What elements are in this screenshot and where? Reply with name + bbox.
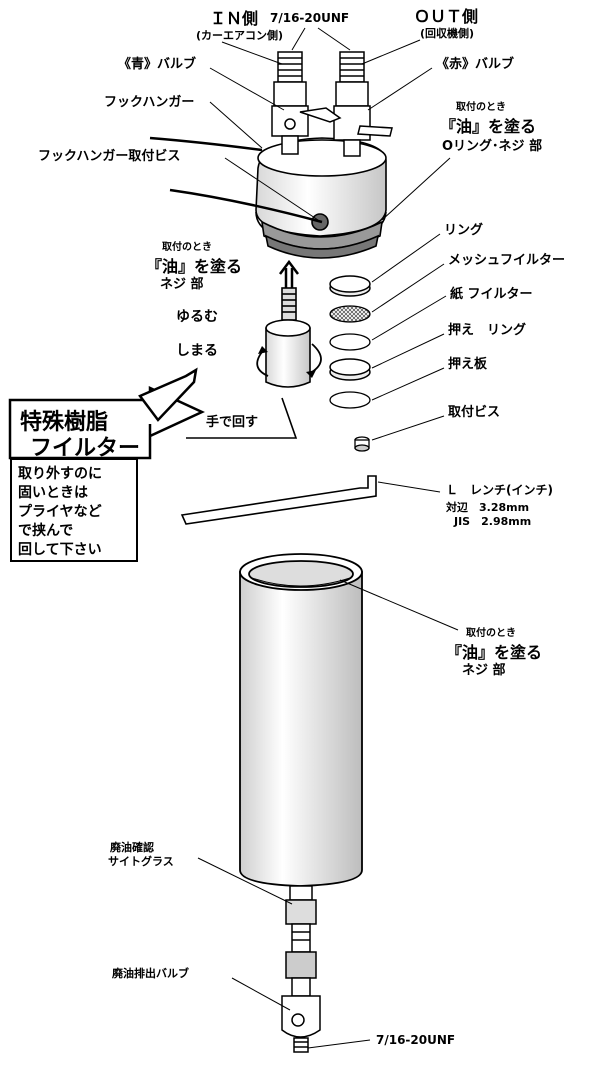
oil-note-1b: Oリング･ネジ 部 [442, 139, 543, 154]
ring-part [329, 275, 371, 297]
valve-levers [299, 107, 393, 137]
in-side-label: ＩＮ側 [210, 9, 259, 28]
thread-bottom-label: 7/16-20UNF [376, 1033, 456, 1047]
hook-hanger-screw-label: フックハンガー取付ビス [38, 149, 181, 164]
rotation-arrow [256, 343, 322, 377]
rotation-arrow-head [258, 346, 316, 378]
retaining-plate-part [329, 391, 371, 409]
mesh-filter-part [329, 305, 371, 323]
install-note-2: 取付のとき [162, 242, 212, 253]
oil-note-1a: 『油』を塗る [440, 117, 537, 136]
retaining-ring-part [329, 358, 371, 381]
oil-note-3b: ネジ 部 [462, 663, 506, 678]
sight-glass-label-2: サイトグラス [108, 855, 174, 868]
callout-title-line1: 特殊樹脂 [20, 410, 109, 435]
callout-note-line: で挟んで [18, 523, 74, 539]
sight-glass-label-1: 廃油確認 [110, 841, 154, 854]
callout-note-box: 取り外すのに 固いときは プライヤなど で挟んで 回して下さい [10, 458, 138, 562]
install-note-3: 取付のとき [466, 628, 516, 639]
paper-filter-part [329, 333, 371, 351]
out-fitting [333, 51, 371, 157]
mount-screw-label: 取付ビス [448, 405, 501, 420]
in-side-sub-label: (カーエアコン側) [196, 29, 284, 42]
oil-note-3a: 『油』を塗る [446, 643, 543, 662]
l-wrench [180, 475, 377, 525]
out-side-label: ＯＵＴ側 [414, 7, 479, 26]
out-side-sub-label: (回収機側) [420, 27, 475, 40]
up-arrow [279, 259, 299, 288]
filter-bowl [239, 553, 363, 887]
blue-valve-label: 《青》バルブ [118, 57, 197, 72]
wrench-name-label: Ｌ レンチ(インチ) [446, 483, 553, 497]
oil-note-2b: ネジ 部 [160, 277, 204, 292]
drain-valve [281, 951, 321, 1053]
callout-note-line: 回して下さい [18, 542, 102, 558]
callout-title-line2: フイルター [30, 436, 141, 461]
turn-by-hand-bracket [186, 397, 298, 439]
mount-screw-part [354, 436, 370, 452]
callout-note-line: 取り外すのに [18, 466, 102, 482]
hook-hanger-wire-lower [169, 188, 323, 224]
callout-note-line: 固いときは [18, 485, 88, 501]
sight-glass [285, 885, 317, 953]
tighten-label: しまる [176, 343, 218, 359]
wrench-jis-label: JIS 2.98mm [454, 515, 532, 528]
hook-hanger-wire [149, 136, 263, 152]
red-valve-label: 《赤》バルブ [436, 57, 515, 72]
retaining-plate-label: 押え板 [448, 357, 488, 372]
paper-filter-label: 紙 フイルター [450, 287, 533, 302]
wrench-across-label: 対辺 3.28mm [446, 501, 530, 514]
resin-filter-cartridge [265, 287, 311, 388]
hook-hanger-label: フックハンガー [104, 95, 195, 110]
install-note-1: 取付のとき [456, 102, 506, 113]
mesh-filter-label: メッシュフイルター [448, 253, 566, 268]
turn-by-hand-label: 手で回す [206, 415, 259, 430]
ring-label: リング [444, 223, 484, 238]
drain-valve-label: 廃油排出バルブ [112, 967, 189, 980]
thread-top-label: 7/16-20UNF [270, 11, 350, 25]
callout-note-line: プライヤなど [18, 504, 102, 520]
oil-note-2a: 『油』を塗る [146, 257, 243, 276]
leader-lines [197, 27, 459, 1049]
filter-head [255, 137, 387, 259]
retaining-ring-label: 押え リング [448, 323, 527, 338]
in-fitting [271, 51, 309, 155]
callout-pointer [138, 367, 198, 422]
loosen-label: ゆるむ [176, 309, 218, 325]
